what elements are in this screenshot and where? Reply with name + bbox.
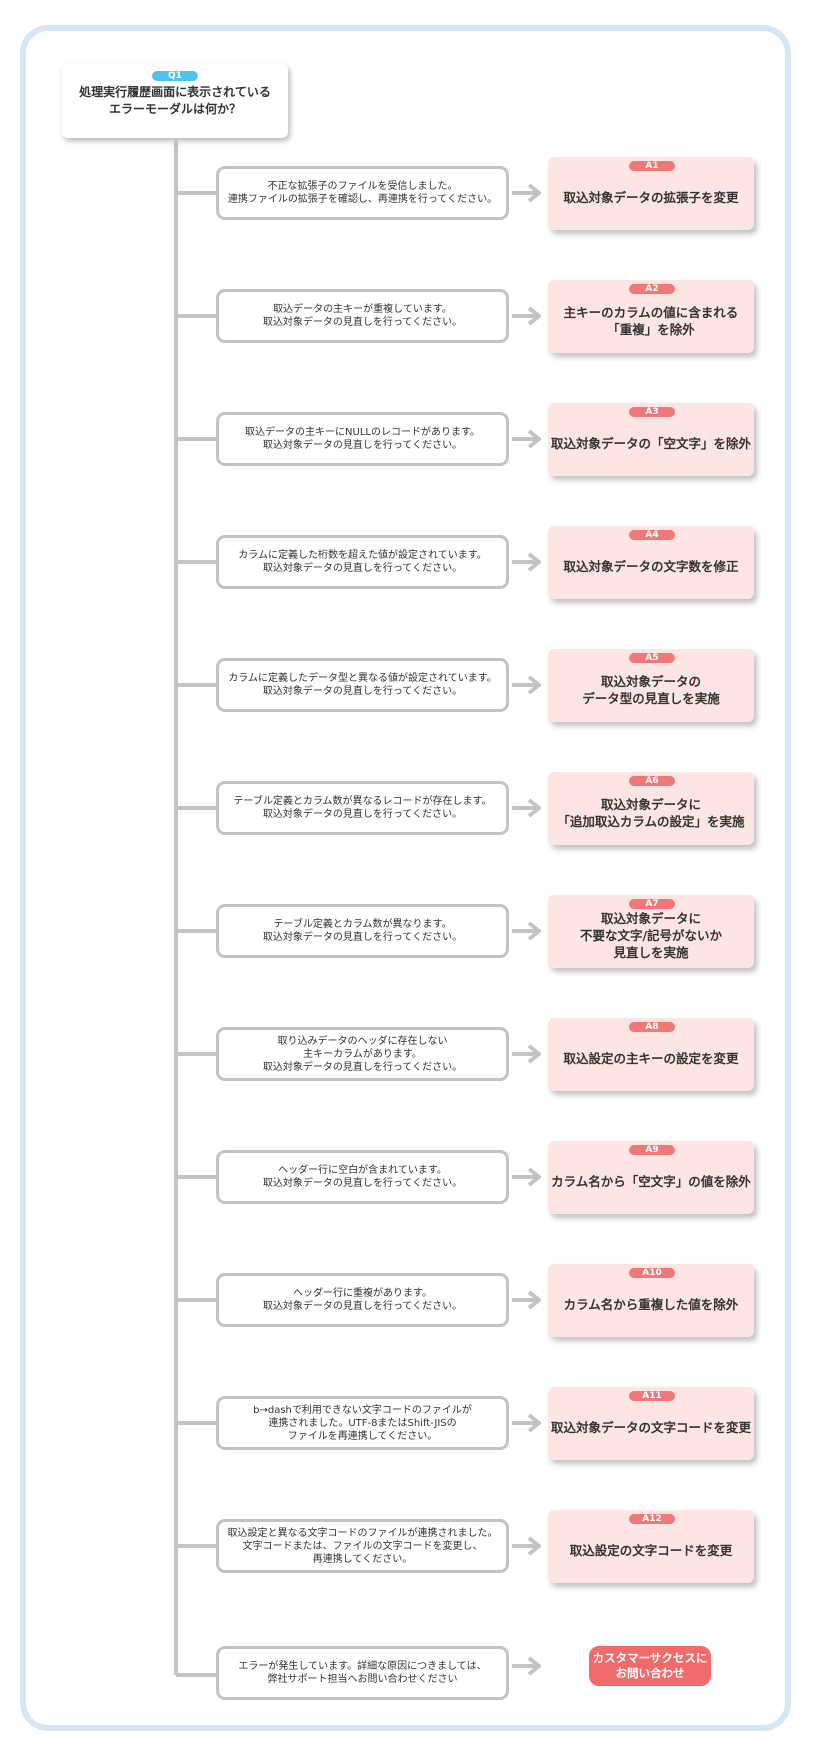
answer-box: 主キーのカラムの値に含まれる 「重複」を除外 xyxy=(548,280,754,353)
arrow-right-icon xyxy=(512,675,541,695)
error-message-text: ヘッダー行に空白が含まれています。 取込対象データの見直しを行ってください。 xyxy=(262,1165,463,1189)
answer-box: 取込対象データの拡張子を変更 xyxy=(548,157,754,230)
arrow-right-icon xyxy=(512,1290,541,1310)
arrow-right-icon xyxy=(512,1536,541,1556)
error-message-text: カラムに定義した桁数を超えた値が設定されています。 取込対象データの見直しを行っ… xyxy=(238,550,487,574)
final-arrow-icon xyxy=(512,1656,541,1676)
connector-line xyxy=(176,437,217,441)
contact-customer-success-button[interactable]: カスタマーサクセスに お問い合わせ xyxy=(589,1646,711,1686)
answer-tag: A7 xyxy=(629,899,675,909)
answer-text: 取込対象データの文字数を修正 xyxy=(563,559,739,574)
error-message-text: カラムに定義したデータ型と異なる値が設定されています。 取込対象データの見直しを… xyxy=(228,673,497,697)
answer-tag: A2 xyxy=(629,284,675,294)
arrow-right-icon xyxy=(512,798,541,818)
arrow-right-icon xyxy=(512,429,541,449)
error-message-text: ヘッダー行に重複があります。 取込対象データの見直しを行ってください。 xyxy=(262,1288,463,1312)
error-message-text: 不正な拡張子のファイルを受信しました。 連携ファイルの拡張子を確認し、再連携を行… xyxy=(227,181,498,205)
answer-text: カラム名から「空文字」の値を除外 xyxy=(551,1174,751,1189)
final-connector xyxy=(176,1673,217,1677)
error-message-text: b→dashで利用できない文字コードのファイルが 連携されました。UTF-8また… xyxy=(253,1404,472,1442)
answer-box: 取込対象データの文字コードを変更 xyxy=(548,1387,754,1460)
answer-text: 主キーのカラムの値に含まれる 「重複」を除外 xyxy=(563,304,739,337)
arrow-right-icon xyxy=(512,1413,541,1433)
answer-tag: A5 xyxy=(629,653,675,663)
error-message-box: ヘッダー行に空白が含まれています。 取込対象データの見直しを行ってください。 xyxy=(216,1150,509,1204)
connector-line xyxy=(176,929,217,933)
answer-tag: A3 xyxy=(629,407,675,417)
error-message-box: 取込データの主キーにNULLのレコードがあります。 取込対象データの見直しを行っ… xyxy=(216,412,509,466)
connector-line xyxy=(176,314,217,318)
flow-spine xyxy=(174,138,178,1675)
error-message-box: 取込設定と異なる文字コードのファイルが連携されました。 文字コードまたは、ファイ… xyxy=(216,1519,509,1573)
arrow-right-icon xyxy=(512,183,541,203)
answer-tag: A9 xyxy=(629,1145,675,1155)
error-message-box: テーブル定義とカラム数が異なるレコードが存在します。 取込対象データの見直しを行… xyxy=(216,781,509,835)
answer-tag: A1 xyxy=(629,161,675,171)
error-message-box: カラムに定義したデータ型と異なる値が設定されています。 取込対象データの見直しを… xyxy=(216,658,509,712)
connector-line xyxy=(176,560,217,564)
connector-line xyxy=(176,1175,217,1179)
final-error-box: エラーが発生しています。詳細な原因につきましては、 弊社サポート担当へお問い合わ… xyxy=(216,1646,509,1700)
error-message-box: カラムに定義した桁数を超えた値が設定されています。 取込対象データの見直しを行っ… xyxy=(216,535,509,589)
error-message-text: 取込データの主キーにNULLのレコードがあります。 取込対象データの見直しを行っ… xyxy=(245,427,480,451)
error-message-box: 取込データの主キーが重複しています。 取込対象データの見直しを行ってください。 xyxy=(216,289,509,343)
answer-text: 取込設定の文字コードを変更 xyxy=(569,1543,733,1558)
answer-text: 取込対象データの拡張子を変更 xyxy=(563,190,739,205)
error-message-text: テーブル定義とカラム数が異なるレコードが存在します。 取込対象データの見直しを行… xyxy=(233,796,492,820)
question-text: 処理実行履歴画面に表示されている エラーモーダルは何か？ xyxy=(79,85,271,116)
answer-text: 取込対象データの文字コードを変更 xyxy=(550,1420,751,1435)
answer-tag: A12 xyxy=(629,1514,675,1524)
connector-line xyxy=(176,806,217,810)
answer-box: 取込設定の主キーの設定を変更 xyxy=(548,1018,754,1091)
connector-line xyxy=(176,1421,217,1425)
answer-tag: A8 xyxy=(629,1022,675,1032)
arrow-right-icon xyxy=(512,552,541,572)
connector-line xyxy=(176,191,217,195)
answer-tag: A6 xyxy=(629,776,675,786)
arrow-right-icon xyxy=(512,306,541,326)
arrow-right-icon xyxy=(512,921,541,941)
final-error-text: エラーが発生しています。詳細な原因につきましては、 弊社サポート担当へお問い合わ… xyxy=(238,1661,487,1685)
error-message-box: ヘッダー行に重複があります。 取込対象データの見直しを行ってください。 xyxy=(216,1273,509,1327)
error-message-text: 取込設定と異なる文字コードのファイルが連携されました。 文字コードまたは、ファイ… xyxy=(227,1527,498,1565)
error-message-text: テーブル定義とカラム数が異なります。 取込対象データの見直しを行ってください。 xyxy=(262,919,463,943)
question-tag: Q1 xyxy=(152,71,198,81)
answer-text: 取込対象データに 不要な文字/記号がないか 見直しを実施 xyxy=(579,911,723,960)
error-message-text: 取込データの主キーが重複しています。 取込対象データの見直しを行ってください。 xyxy=(262,304,463,328)
connector-line xyxy=(176,1298,217,1302)
connector-line xyxy=(176,683,217,687)
answer-text: 取込対象データに 「追加取込カラムの設定」を実施 xyxy=(557,796,745,829)
answer-text: 取込設定の主キーの設定を変更 xyxy=(563,1051,739,1066)
connector-line xyxy=(176,1052,217,1056)
answer-text: 取込対象データの データ型の見直しを実施 xyxy=(582,673,720,706)
arrow-right-icon xyxy=(512,1044,541,1064)
answer-tag: A4 xyxy=(629,530,675,540)
error-message-box: 不正な拡張子のファイルを受信しました。 連携ファイルの拡張子を確認し、再連携を行… xyxy=(216,166,509,220)
answer-text: カラム名から重複した値を除外 xyxy=(563,1297,739,1312)
error-message-text: 取り込みデータのヘッダに存在しない 主キーカラムがあります。 取込対象データの見… xyxy=(262,1035,463,1073)
answer-tag: A11 xyxy=(629,1391,675,1401)
error-message-box: テーブル定義とカラム数が異なります。 取込対象データの見直しを行ってください。 xyxy=(216,904,509,958)
answer-text: 取込対象データの「空文字」を除外 xyxy=(550,436,751,451)
connector-line xyxy=(176,1544,217,1548)
arrow-right-icon xyxy=(512,1167,541,1187)
answer-tag: A10 xyxy=(629,1268,675,1278)
error-message-box: 取り込みデータのヘッダに存在しない 主キーカラムがあります。 取込対象データの見… xyxy=(216,1027,509,1081)
contact-button-label: カスタマーサクセスに お問い合わせ xyxy=(592,1651,708,1680)
error-message-box: b→dashで利用できない文字コードのファイルが 連携されました。UTF-8また… xyxy=(216,1396,509,1450)
